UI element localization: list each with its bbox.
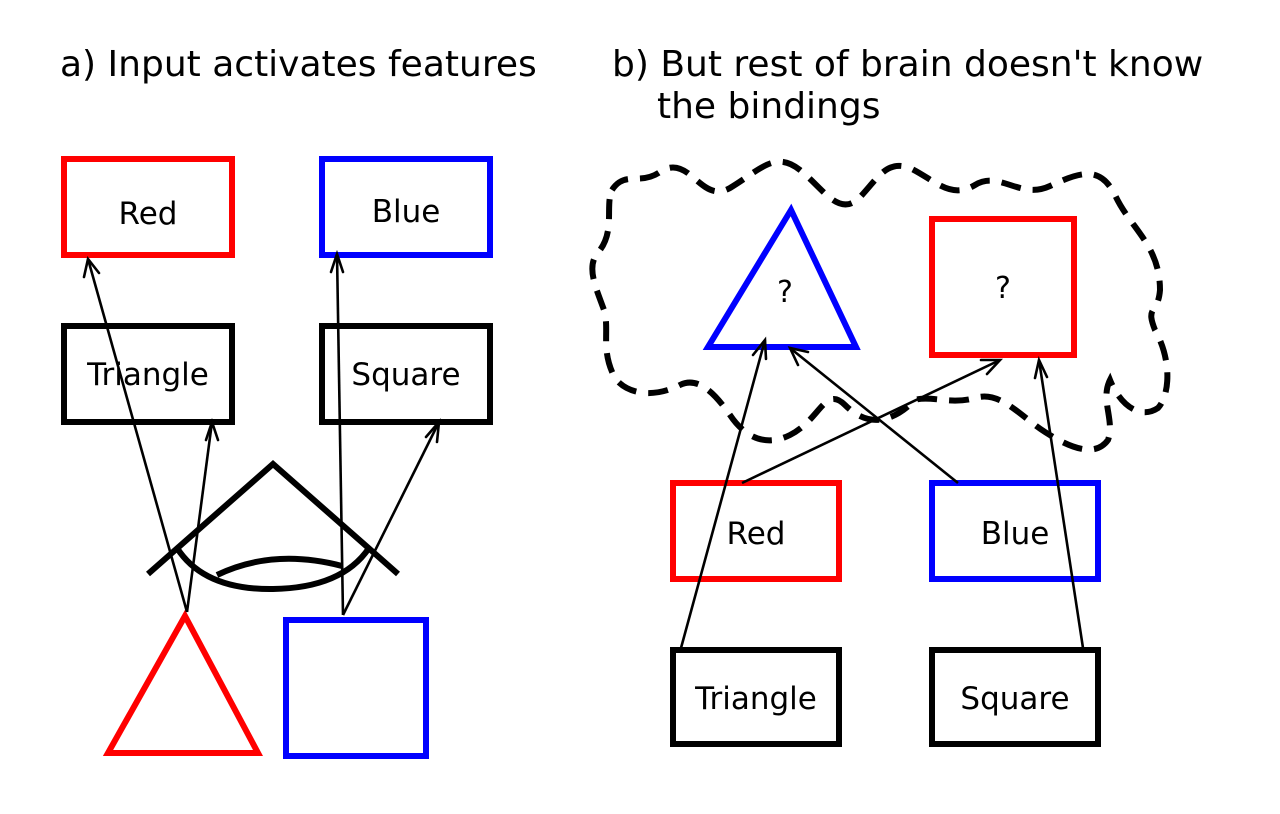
red-feature-box <box>61 156 235 258</box>
panel-b-title-line2: the bindings <box>657 86 880 127</box>
arrow-blue-to-triangle-b <box>789 346 959 485</box>
eye-icon <box>146 460 400 593</box>
blue-feature-label: Blue <box>372 194 441 230</box>
arrow-square-to-blue <box>335 253 345 616</box>
arrow-head <box>1033 356 1049 380</box>
arrow-triangle-to-triangle <box>185 421 214 613</box>
arrow-head <box>424 418 441 444</box>
square-feature-label: Square <box>351 357 460 393</box>
square-feature-box-b <box>929 647 1101 747</box>
square-question-mark: ? <box>995 271 1011 306</box>
square-feature-box <box>319 323 493 425</box>
red-feature-label-b: Red <box>727 516 786 552</box>
panel-b-arrows <box>679 336 1085 649</box>
brain-cloud-outline <box>589 158 1171 453</box>
arrow-head <box>787 346 810 367</box>
arrow-head <box>204 417 220 442</box>
triangle-feature-label: Triangle <box>86 357 209 393</box>
red-triangle-stimulus <box>102 609 263 756</box>
red-square-unbound <box>929 216 1077 358</box>
arrow-triangle-to-red <box>86 258 189 613</box>
panel-a: a) Input activates features Red Blue Tri… <box>60 44 537 759</box>
arrow-triangle-to-triangle-b <box>679 339 767 649</box>
panel-b: b) But rest of brain doesn't know the bi… <box>589 44 1203 747</box>
triangle-question-mark: ? <box>777 275 793 310</box>
arrow-head <box>979 358 1003 376</box>
arrow-head <box>751 336 768 361</box>
blue-feature-box-b <box>929 480 1101 582</box>
panel-a-title: a) Input activates features <box>60 44 537 85</box>
arrow-head <box>82 256 101 279</box>
blue-triangle-unbound <box>702 203 861 350</box>
arrow-head <box>329 249 345 274</box>
red-feature-label: Red <box>119 196 178 232</box>
blue-square-stimulus <box>283 617 429 759</box>
triangle-feature-box <box>61 323 235 425</box>
arrow-red-to-square-b <box>741 358 1001 485</box>
arrow-square-to-square-b <box>1037 359 1085 649</box>
red-feature-box-b <box>670 480 842 582</box>
triangle-feature-box-b <box>670 647 842 747</box>
square-feature-label-b: Square <box>960 681 1069 717</box>
triangle-feature-label-b: Triangle <box>694 681 817 717</box>
arrow-square-to-square <box>341 421 441 616</box>
blue-feature-box <box>319 156 493 258</box>
blue-feature-label-b: Blue <box>981 516 1050 552</box>
panel-a-arrows <box>82 249 441 616</box>
panel-b-title-line1: b) But rest of brain doesn't know <box>612 44 1203 85</box>
